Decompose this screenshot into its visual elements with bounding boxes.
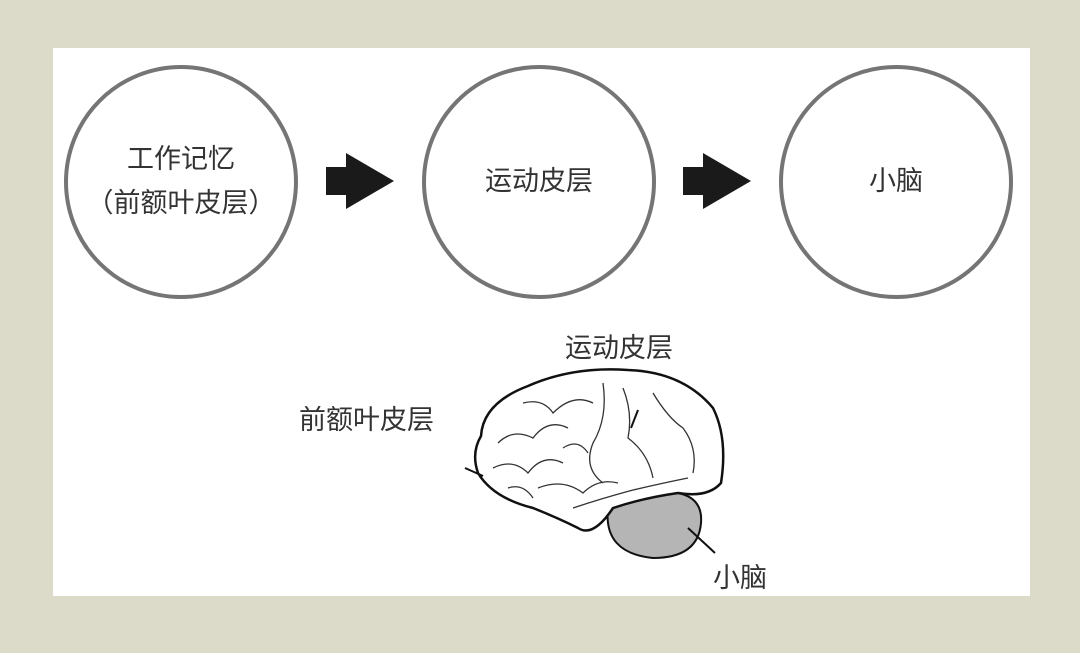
cerebrum-outline — [473, 368, 725, 532]
arrow-icon — [326, 153, 394, 209]
step-motor-cortex: 运动皮层 — [422, 65, 656, 299]
step-working-memory: 工作记忆 （前额叶皮层） — [64, 65, 298, 299]
diagram-panel: 工作记忆 （前额叶皮层） 运动皮层 小脑 运动皮层 前额叶皮层 小 — [53, 48, 1030, 596]
label-cerebellum: 小脑 — [713, 563, 767, 594]
cerebellum-pointer — [687, 527, 716, 554]
step-label: 工作记忆 — [127, 144, 235, 175]
prefrontal-pointer — [464, 467, 484, 477]
label-motor-cortex: 运动皮层 — [565, 333, 673, 364]
step-label: 运动皮层 — [485, 166, 593, 197]
step-cerebellum: 小脑 — [779, 65, 1013, 299]
step-sublabel: （前额叶皮层） — [86, 188, 276, 219]
brain-illustration — [464, 368, 725, 560]
motor-pointer — [630, 409, 639, 429]
step-label: 小脑 — [869, 166, 923, 197]
cerebellum-shape — [606, 491, 703, 560]
label-prefrontal-cortex: 前额叶皮层 — [299, 405, 434, 436]
arrow-icon — [683, 153, 751, 209]
